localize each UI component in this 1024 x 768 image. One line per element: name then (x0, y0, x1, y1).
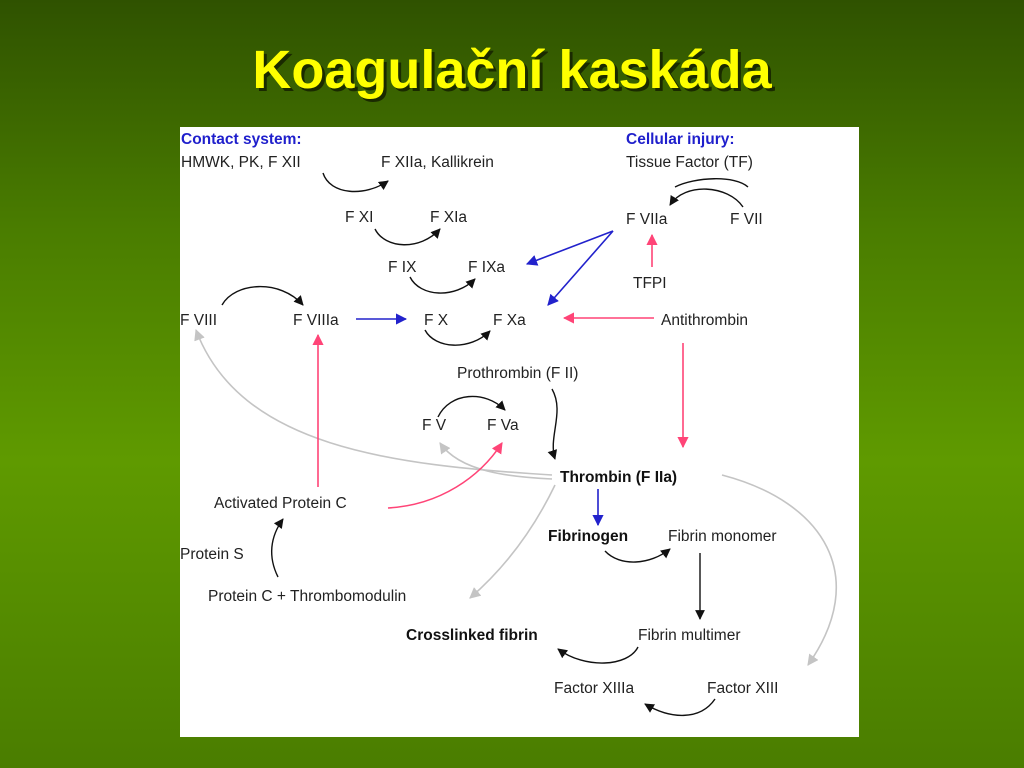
node-fviia: F VIIa (626, 211, 668, 228)
node-factor-xiiia: Factor XIIIa (554, 680, 634, 697)
node-tfpi: TFPI (633, 275, 667, 292)
arrow-fxiii-activation (644, 698, 716, 717)
arrow-fxi-activation (374, 228, 441, 246)
node-hmwk: HMWK, PK, F XII (181, 154, 301, 171)
node-fxi: F XI (345, 209, 373, 226)
coagulation-diagram: Contact system: Cellular injury: HMWK, P… (180, 127, 859, 737)
node-fx: F X (424, 312, 449, 329)
arrow-tf-binding (674, 178, 749, 188)
arrow-fviia-to-fixa (525, 230, 614, 266)
arrow-thrombin-to-fxiii (721, 474, 837, 666)
arrow-apc-to-fva (387, 442, 503, 509)
node-thrombin: Thrombin (F IIa) (560, 469, 677, 486)
arrow-multimer-to-crosslinked (557, 646, 639, 664)
node-fixa: F IXa (468, 259, 505, 276)
arrow-fix-activation (409, 276, 476, 294)
arrow-thrombin-to-fv (439, 442, 553, 480)
node-fxa: F Xa (493, 312, 526, 329)
node-fvii: F VII (730, 211, 763, 228)
node-prothrombin: Prothrombin (F II) (457, 365, 578, 382)
arrow-fv-activation (437, 395, 506, 418)
node-antithrombin: Antithrombin (661, 312, 748, 329)
node-activated-protein-c: Activated Protein C (214, 495, 347, 512)
node-fix: F IX (388, 259, 417, 276)
node-fviiia: F VIIIa (293, 312, 339, 329)
arrow-fibrinogen-to-monomer (604, 548, 671, 563)
header-contact-system: Contact system: (181, 131, 302, 148)
arrow-fvii-activation (669, 188, 744, 208)
node-fviii: F VIII (180, 312, 217, 329)
node-factor-xiii: Factor XIII (707, 680, 779, 697)
node-protein-s: Protein S (180, 546, 244, 563)
node-fva: F Va (487, 417, 519, 434)
arrow-fxii-activation (322, 172, 389, 193)
arrow-prothrombin-to-thrombin (547, 388, 558, 460)
arrow-thrombin-to-fviii (194, 328, 553, 476)
node-fxia: F XIa (430, 209, 467, 226)
diagram-canvas: Contact system: Cellular injury: HMWK, P… (180, 131, 837, 717)
node-fibrinogen: Fibrinogen (548, 528, 628, 545)
node-tissue-factor: Tissue Factor (TF) (626, 154, 753, 171)
arrow-fx-activation (424, 329, 491, 346)
arrow-thrombin-to-pc-tm (469, 484, 556, 599)
node-fibrin-multimer: Fibrin multimer (638, 627, 740, 644)
arrow-protein-s-cofactor (270, 518, 284, 578)
node-crosslinked-fibrin: Crosslinked fibrin (406, 627, 538, 644)
arrow-fviia-to-fxa (547, 230, 614, 306)
arrow-fviii-activation (221, 285, 304, 306)
node-protein-c-thrombomodulin: Protein C + Thrombomodulin (208, 588, 406, 605)
node-fv: F V (422, 417, 447, 434)
slide-title: Koagulační kaskáda (252, 40, 772, 100)
header-cellular-injury: Cellular injury: (626, 131, 735, 148)
node-fibrin-monomer: Fibrin monomer (668, 528, 777, 545)
node-fxiia: F XIIa, Kallikrein (381, 154, 494, 171)
